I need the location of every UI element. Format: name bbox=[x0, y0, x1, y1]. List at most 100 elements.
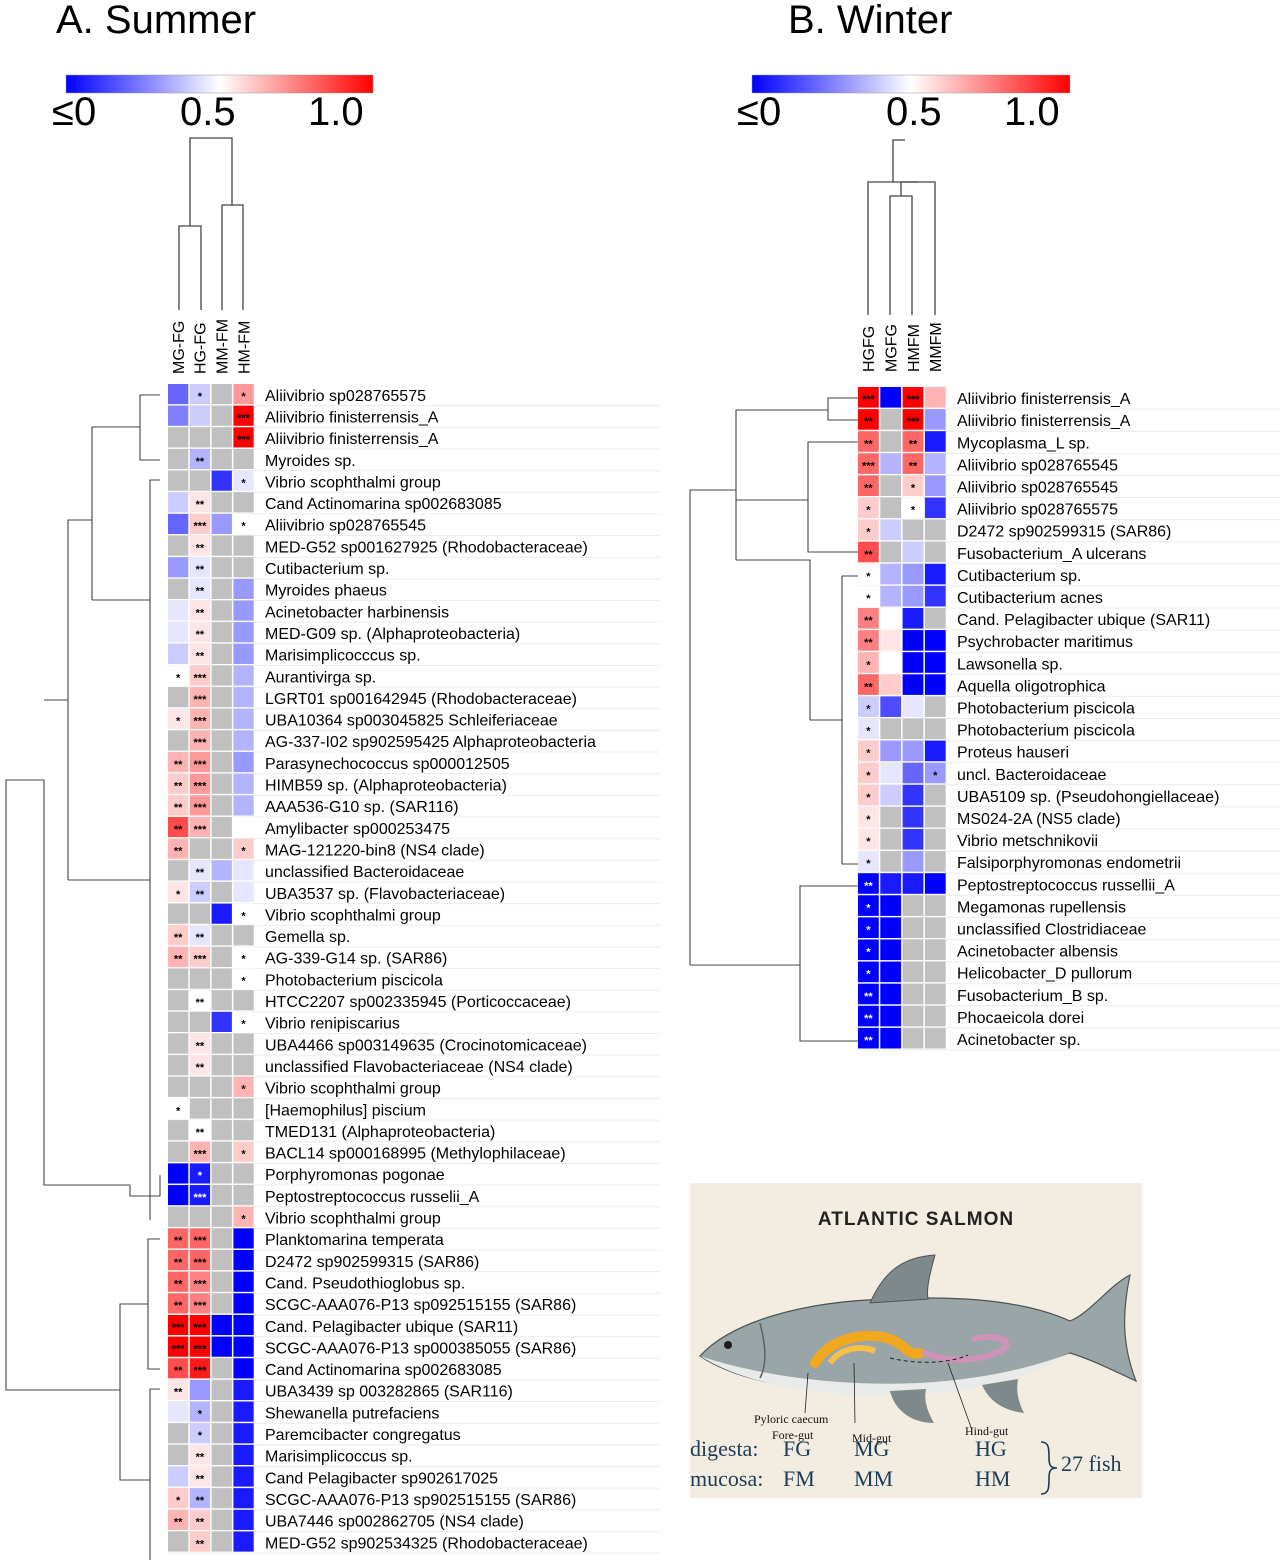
panel-a-cell bbox=[189, 1314, 211, 1336]
panel-a-row-label: BACL14 sp000168995 (Methylophilaceae) bbox=[265, 1146, 566, 1163]
panel-a-cell bbox=[168, 687, 189, 708]
panel-a-cell bbox=[233, 492, 254, 513]
panel-a-cell bbox=[189, 773, 211, 794]
label-digesta-mg: MG bbox=[854, 1436, 890, 1461]
panel-a-cell bbox=[168, 1206, 189, 1227]
panel-b-row-label: Psychrobacter maritimus bbox=[957, 634, 1133, 651]
panel-a-significance-mark: ** bbox=[196, 1127, 205, 1139]
panel-a-colorbar-tick-min: ≤0 bbox=[52, 90, 97, 134]
panel-a-cell bbox=[168, 427, 189, 448]
panel-b-cell bbox=[902, 1027, 924, 1049]
panel-a-cell bbox=[233, 1055, 254, 1076]
panel-a-column-label-hg-fg: HG-FG bbox=[193, 322, 210, 374]
panel-b-cell bbox=[880, 696, 902, 717]
panel-a-row-label: Vibrio scophthalmi group bbox=[265, 474, 441, 491]
panel-a-significance-mark: *** bbox=[194, 737, 208, 749]
panel-b-row-label: Falsiporphyromonas endometrii bbox=[957, 855, 1181, 872]
panel-b-significance-mark: * bbox=[866, 748, 871, 760]
panel-a-cell bbox=[233, 1033, 254, 1054]
panel-b-cell bbox=[858, 895, 879, 916]
panel-b-cell bbox=[924, 431, 946, 452]
panel-a-significance-mark: *** bbox=[194, 1343, 208, 1355]
panel-b-cell bbox=[858, 409, 879, 430]
panel-b-row-label: Acinetobacter sp. bbox=[957, 1032, 1081, 1049]
panel-a-significance-mark: ** bbox=[174, 954, 183, 966]
panel-b-row-label: uncl. Bacteroidaceae bbox=[957, 767, 1107, 784]
panel-b-cell bbox=[902, 519, 924, 541]
panel-a-cell bbox=[168, 535, 189, 556]
panel-a-cell bbox=[233, 1423, 254, 1444]
panel-a-cell bbox=[211, 1206, 232, 1227]
panel-b-cell bbox=[902, 541, 924, 563]
panel-a-cell bbox=[189, 384, 211, 405]
panel-a-significance-mark: ** bbox=[196, 1040, 205, 1052]
panel-b-significance-mark: *** bbox=[862, 460, 876, 472]
panel-b-significance-mark: ** bbox=[909, 438, 918, 450]
panel-b-significance-mark: * bbox=[866, 527, 871, 539]
panel-a-cell bbox=[233, 1250, 254, 1271]
panel-a-significance-mark: *** bbox=[194, 1365, 208, 1377]
panel-a-cell bbox=[211, 990, 232, 1011]
panel-a-cell bbox=[168, 405, 189, 426]
panel-b-cell bbox=[902, 718, 924, 740]
panel-a-cell bbox=[189, 795, 211, 816]
panel-a-cell bbox=[189, 1076, 211, 1097]
panel-a-cell bbox=[189, 1336, 211, 1357]
panel-a-cell bbox=[233, 990, 254, 1011]
panel-b-cell bbox=[880, 652, 902, 673]
panel-b-significance-mark: ** bbox=[864, 991, 873, 1003]
panel-b-cell bbox=[924, 806, 946, 828]
panel-a-row-dendrogram bbox=[5, 394, 161, 1560]
panel-b-column-label-mgfg: MGFG bbox=[883, 324, 900, 372]
panel-a-row-label: [Haemophilus] piscium bbox=[265, 1102, 426, 1119]
panel-a-significance-mark: ** bbox=[196, 997, 205, 1009]
panel-a-cell bbox=[189, 1120, 211, 1141]
panel-b-row-dendrogram bbox=[689, 397, 858, 1042]
panel-a-cell bbox=[211, 838, 232, 859]
panel-a-significance-mark: *** bbox=[237, 434, 251, 446]
panel-a-significance-mark: * bbox=[176, 672, 181, 684]
panel-a-significance-mark: ** bbox=[196, 629, 205, 641]
panel-b-cell bbox=[924, 585, 946, 607]
panel-a-row-label: SCGC-AAA076-P13 sp902515155 (SAR86) bbox=[265, 1492, 576, 1509]
panel-a-significance-mark: *** bbox=[194, 781, 208, 793]
panel-a-significance-mark: * bbox=[241, 975, 246, 987]
panel-a-significance-mark: ** bbox=[196, 456, 205, 468]
panel-b-column-label-hmfm: HMFM bbox=[906, 324, 923, 372]
panel-a-cell bbox=[211, 1271, 232, 1292]
panel-a-significance-mark: *** bbox=[194, 824, 208, 836]
panel-b-cell bbox=[880, 851, 902, 872]
panel-a-row-label: UBA10364 sp003045825 Schleiferiaceae bbox=[265, 713, 558, 730]
panel-b-cell bbox=[880, 674, 902, 695]
panel-a-significance-mark: ** bbox=[196, 932, 205, 944]
panel-a-cell bbox=[233, 600, 254, 621]
panel-a-cell bbox=[211, 817, 232, 838]
panel-a-cell bbox=[211, 773, 232, 794]
panel-a-cell bbox=[189, 1185, 211, 1206]
panel-b-cell bbox=[858, 961, 879, 983]
panel-b-significance-mark: ** bbox=[864, 880, 873, 892]
panel-a-row-label: Aurantivirga sp. bbox=[265, 669, 376, 686]
panel-a-cell bbox=[233, 730, 254, 751]
panel-a-cell bbox=[211, 622, 232, 643]
panel-b-significance-mark: * bbox=[866, 947, 871, 959]
panel-a-row-label: Cutibacterium sp. bbox=[265, 561, 390, 578]
panel-b-cell bbox=[902, 608, 924, 629]
panel-a-cell bbox=[211, 1076, 232, 1097]
panel-a-cell bbox=[168, 1444, 189, 1465]
panel-a-significance-mark: * bbox=[198, 1430, 203, 1442]
panel-b-cell bbox=[902, 939, 924, 961]
panel-b-significance-mark: * bbox=[911, 505, 916, 517]
panel-b-cell bbox=[858, 696, 879, 717]
panel-b-significance-mark: * bbox=[866, 969, 871, 981]
panel-a-significance-mark: *** bbox=[194, 716, 208, 728]
panel-b-significance-mark: ** bbox=[864, 615, 873, 627]
panel-a-cell bbox=[211, 492, 232, 513]
panel-b-cell bbox=[924, 541, 946, 563]
panel-a-cell bbox=[211, 708, 232, 729]
panel-a-cell bbox=[189, 946, 211, 968]
panel-a-cell bbox=[233, 1379, 254, 1401]
panel-a-cell bbox=[233, 1509, 254, 1530]
panel-b-cell bbox=[858, 387, 879, 408]
